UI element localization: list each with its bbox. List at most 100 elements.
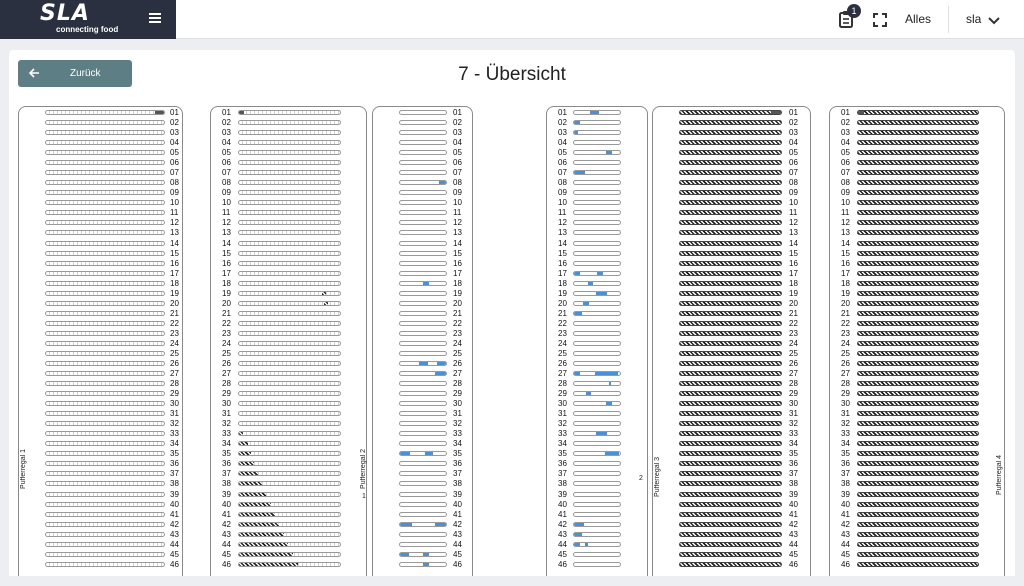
rack-slot[interactable]: 30 [653,399,810,409]
rack-slot[interactable]: 28 [19,379,182,389]
rack-slot[interactable]: 01 [373,108,472,118]
rack-slot[interactable]: 20 [653,299,810,309]
rack-slot[interactable]: 06 [653,158,810,168]
rack-slot[interactable]: 44 [373,540,472,550]
rack-slot[interactable]: 13 [373,228,472,238]
rack-slot[interactable]: 37 [211,469,366,479]
rack-slot[interactable]: 38 [830,479,1004,489]
rack-slot[interactable]: 17 [830,269,1004,279]
rack-slot[interactable]: 25 [547,349,647,359]
rack-slot[interactable]: 03 [547,128,647,138]
rack-slot[interactable]: 31 [19,409,182,419]
rack-slot[interactable]: 26 [547,359,647,369]
rack-slot[interactable]: 06 [547,158,647,168]
rack-slot[interactable]: 27 [211,369,366,379]
rack-slot[interactable]: 14 [373,239,472,249]
rack-slot[interactable]: 29 [373,389,472,399]
rack-slot[interactable]: 30 [19,399,182,409]
rack-slot[interactable]: 43 [19,530,182,540]
rack-slot[interactable]: 08 [373,178,472,188]
rack-slot[interactable]: 44 [547,540,647,550]
rack-slot[interactable]: 46 [211,560,366,570]
rack-slot[interactable]: 04 [211,138,366,148]
rack-slot[interactable]: 34 [830,439,1004,449]
rack-slot[interactable]: 42 [211,520,366,530]
rack-slot[interactable]: 32 [373,419,472,429]
rack-slot[interactable]: 03 [211,128,366,138]
rack-slot[interactable]: 46 [19,560,182,570]
rack-slot[interactable]: 14 [653,239,810,249]
rack-slot[interactable]: 16 [373,259,472,269]
rack-slot[interactable]: 12 [653,218,810,228]
rack-slot[interactable]: 29 [830,389,1004,399]
rack-slot[interactable]: 06 [830,158,1004,168]
rack-slot[interactable]: 02 [830,118,1004,128]
rack-slot[interactable]: 23 [373,329,472,339]
rack-slot[interactable]: 21 [19,309,182,319]
rack-slot[interactable]: 35 [653,449,810,459]
rack-slot[interactable]: 43 [373,530,472,540]
rack-slot[interactable]: 19 [547,289,647,299]
fullscreen-icon[interactable] [873,13,887,27]
rack-slot[interactable]: 25 [653,349,810,359]
rack-slot[interactable]: 39 [830,490,1004,500]
rack-slot[interactable]: 36 [211,459,366,469]
rack-slot[interactable]: 02 [373,118,472,128]
rack-slot[interactable]: 23 [830,329,1004,339]
rack-slot[interactable]: 13 [653,228,810,238]
rack-slot[interactable]: 44 [653,540,810,550]
rack-slot[interactable]: 20 [19,299,182,309]
rack-slot[interactable]: 04 [373,138,472,148]
rack-slot[interactable]: 46 [830,560,1004,570]
rack-slot[interactable]: 11 [373,208,472,218]
rack-slot[interactable]: 03 [830,128,1004,138]
rack-slot[interactable]: 15 [547,249,647,259]
rack-slot[interactable]: 40 [830,500,1004,510]
rack-slot[interactable]: 08 [211,178,366,188]
rack-slot[interactable]: 29 [653,389,810,399]
rack-slot[interactable]: 40 [653,500,810,510]
rack-slot[interactable]: 33 [211,429,366,439]
rack-slot[interactable]: 31 [547,409,647,419]
rack-slot[interactable]: 11 [547,208,647,218]
rack-slot[interactable]: 45 [211,550,366,560]
rack-slot[interactable]: 09 [211,188,366,198]
rack-slot[interactable]: 33 [830,429,1004,439]
rack-slot[interactable]: 17 [653,269,810,279]
rack-slot[interactable]: 34 [547,439,647,449]
rack-slot[interactable]: 15 [19,249,182,259]
rack-slot[interactable]: 04 [19,138,182,148]
rack-slot[interactable]: 10 [653,198,810,208]
rack-slot[interactable]: 11 [830,208,1004,218]
rack-slot[interactable]: 11 [19,208,182,218]
rack-slot[interactable]: 22 [373,319,472,329]
rack-slot[interactable]: 05 [19,148,182,158]
rack-slot[interactable]: 18 [653,279,810,289]
rack-slot[interactable]: 07 [19,168,182,178]
rack-slot[interactable]: 45 [830,550,1004,560]
rack-slot[interactable]: 31 [211,409,366,419]
rack-slot[interactable]: 06 [211,158,366,168]
rack-slot[interactable]: 29 [211,389,366,399]
rack-slot[interactable]: 38 [19,479,182,489]
rack-slot[interactable]: 30 [373,399,472,409]
rack-slot[interactable]: 25 [19,349,182,359]
rack-slot[interactable]: 40 [547,500,647,510]
rack-slot[interactable]: 40 [19,500,182,510]
rack-slot[interactable]: 33 [373,429,472,439]
rack-slot[interactable]: 24 [653,339,810,349]
rack-slot[interactable]: 38 [373,479,472,489]
rack-slot[interactable]: 37 [19,469,182,479]
rack-slot[interactable]: 24 [373,339,472,349]
rack-slot[interactable]: 46 [653,560,810,570]
rack-slot[interactable]: 02 [547,118,647,128]
rack-slot[interactable]: 32 [19,419,182,429]
rack-slot[interactable]: 34 [211,439,366,449]
rack-slot[interactable]: 24 [547,339,647,349]
rack-slot[interactable]: 17 [547,269,647,279]
rack-slot[interactable]: 07 [211,168,366,178]
rack-slot[interactable]: 07 [373,168,472,178]
rack-slot[interactable]: 22 [547,319,647,329]
rack-slot[interactable]: 13 [19,228,182,238]
filter-selector[interactable]: Alles [905,12,932,26]
